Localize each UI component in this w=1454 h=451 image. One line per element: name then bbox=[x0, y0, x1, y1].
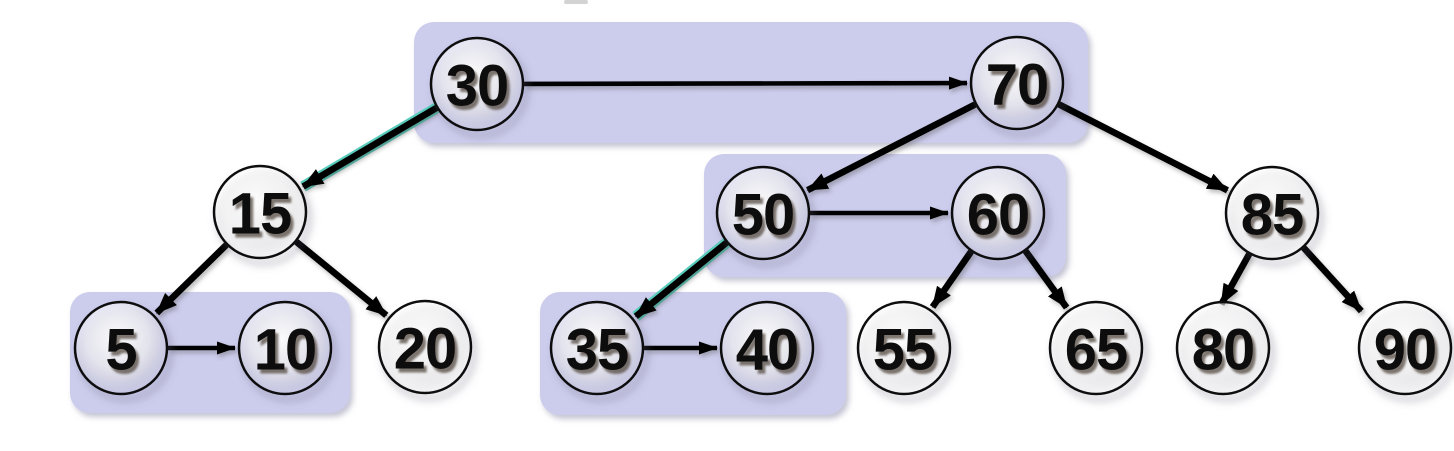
edge-70-85 bbox=[1057, 101, 1229, 194]
edge-70-50 bbox=[806, 101, 977, 194]
node-value: 60 bbox=[967, 183, 1030, 248]
node-value: 40 bbox=[736, 318, 799, 383]
node-value: 55 bbox=[873, 318, 936, 383]
node-circle bbox=[1175, 300, 1271, 396]
tree-node-70: 70 bbox=[969, 35, 1065, 131]
edge-15-20 bbox=[294, 239, 389, 318]
tree-node-15: 15 bbox=[212, 164, 308, 260]
node-value: 30 bbox=[446, 54, 509, 119]
node-circle bbox=[950, 165, 1046, 261]
node-circle bbox=[1357, 300, 1453, 396]
node-circle bbox=[549, 300, 645, 396]
edge-60-55 bbox=[929, 249, 974, 309]
artifact-layer bbox=[564, 0, 588, 4]
node-circle bbox=[1224, 165, 1320, 261]
edge-15-5 bbox=[154, 242, 229, 316]
node-value: 65 bbox=[1065, 318, 1128, 383]
node-circle bbox=[237, 300, 333, 396]
node-value: 70 bbox=[986, 53, 1049, 118]
node-value: 85 bbox=[1241, 183, 1304, 248]
tree-node-40: 40 bbox=[719, 300, 815, 396]
tree-node-5: 5 bbox=[73, 300, 169, 396]
edge-layer bbox=[154, 76, 1364, 355]
node-circle bbox=[73, 300, 169, 396]
node-circle bbox=[856, 300, 952, 396]
node-circle bbox=[429, 36, 525, 132]
node-value: 35 bbox=[566, 318, 629, 383]
node-value: 15 bbox=[229, 182, 292, 247]
node-value: 20 bbox=[394, 317, 457, 382]
node-value: 90 bbox=[1374, 318, 1437, 383]
tree-node-80: 80 bbox=[1175, 300, 1271, 396]
tree-node-85: 85 bbox=[1224, 165, 1320, 261]
tree-node-65: 65 bbox=[1048, 300, 1144, 396]
tree-node-20: 20 bbox=[377, 299, 473, 395]
node-value: 10 bbox=[254, 318, 317, 383]
node-circle bbox=[1048, 300, 1144, 396]
tree-node-90: 90 bbox=[1357, 300, 1453, 396]
node-value: 5 bbox=[105, 318, 136, 383]
edge-30-70 bbox=[523, 76, 969, 90]
node-value: 80 bbox=[1192, 318, 1255, 383]
edge-85-90 bbox=[1301, 245, 1364, 314]
node-value: 50 bbox=[732, 183, 795, 248]
node-circle bbox=[377, 299, 473, 395]
node-circle bbox=[212, 164, 308, 260]
edge-30-15 bbox=[301, 105, 439, 190]
tree-node-35: 35 bbox=[549, 300, 645, 396]
tree-node-30: 30 bbox=[429, 36, 525, 132]
tree-node-55: 55 bbox=[856, 300, 952, 396]
edge-60-65 bbox=[1022, 249, 1070, 310]
tree-node-60: 60 bbox=[950, 165, 1046, 261]
node-circle bbox=[969, 35, 1065, 131]
stray-top-mark bbox=[564, 0, 588, 4]
tree-node-10: 10 bbox=[237, 300, 333, 396]
node-circle bbox=[719, 300, 815, 396]
edge-50-35 bbox=[633, 240, 729, 320]
node-layer: 30 70 15 50 60 85 5 10 20 35 40 55 65 80 90 bbox=[73, 35, 1453, 396]
edge-85-80 bbox=[1218, 252, 1253, 306]
node-circle bbox=[715, 165, 811, 261]
tree-node-50: 50 bbox=[715, 165, 811, 261]
